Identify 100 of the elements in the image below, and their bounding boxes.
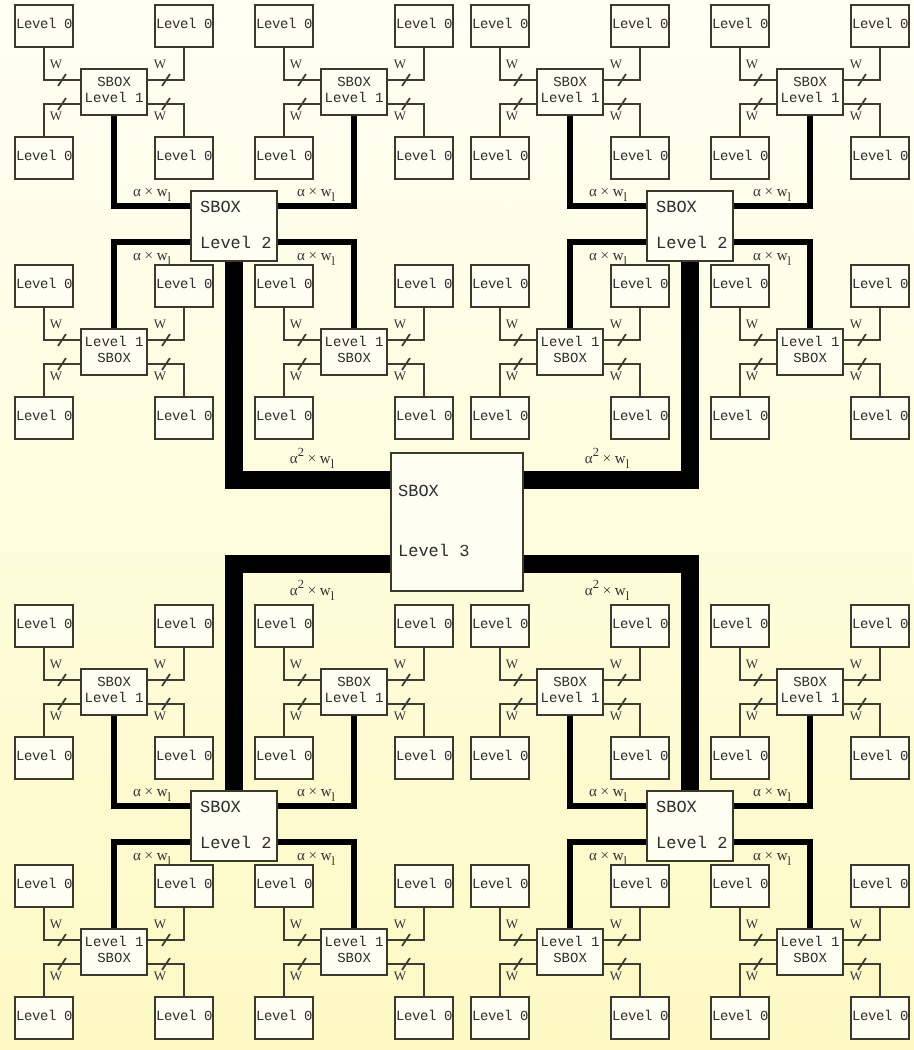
bus-line xyxy=(387,357,425,397)
switch-box xyxy=(80,668,148,716)
level-box xyxy=(394,604,454,648)
node-text: SBOX xyxy=(656,198,697,218)
bus-line xyxy=(499,307,537,347)
bus-line xyxy=(499,907,537,947)
node-text: Level 2 xyxy=(656,234,728,254)
bus-line xyxy=(499,97,537,137)
bus-line xyxy=(147,307,185,347)
bus-line xyxy=(147,97,185,137)
bus-line xyxy=(147,697,185,737)
switch-box xyxy=(80,928,148,976)
level-box xyxy=(850,136,910,180)
level-box xyxy=(254,136,314,180)
level-box xyxy=(850,864,910,908)
bus-line xyxy=(843,647,881,687)
bus-line xyxy=(43,697,81,737)
bus-line xyxy=(603,697,641,737)
level-box xyxy=(710,136,770,180)
level-box xyxy=(14,736,74,780)
bus-line xyxy=(283,907,321,947)
link-line xyxy=(567,716,646,809)
level-box xyxy=(470,736,530,780)
level-box xyxy=(14,396,74,440)
level-box xyxy=(394,996,454,1040)
bus-line xyxy=(739,97,777,137)
bus-line xyxy=(147,357,185,397)
link-line xyxy=(524,262,699,489)
switch-box xyxy=(390,452,524,592)
bus-line xyxy=(147,647,185,687)
level-box xyxy=(154,864,214,908)
level-box xyxy=(470,864,530,908)
bus-line xyxy=(499,957,537,997)
bus-line xyxy=(387,97,425,137)
node-text: SBOX xyxy=(200,798,241,818)
bus-line xyxy=(387,907,425,947)
switch-box xyxy=(536,68,604,116)
link-line xyxy=(225,555,390,790)
bus-line xyxy=(499,697,537,737)
switch-box xyxy=(776,328,844,376)
switch-box xyxy=(320,68,388,116)
level-box xyxy=(610,136,670,180)
switch-box xyxy=(80,328,148,376)
switch-box xyxy=(646,790,734,862)
level-box xyxy=(154,264,214,308)
link-line xyxy=(111,116,190,209)
link-line xyxy=(524,555,699,790)
bus-line xyxy=(43,647,81,687)
level-box xyxy=(610,864,670,908)
switch-box xyxy=(190,190,278,262)
bus-line xyxy=(283,697,321,737)
level-box xyxy=(850,996,910,1040)
level-box xyxy=(710,736,770,780)
bus-line xyxy=(603,47,641,87)
level-box xyxy=(710,4,770,48)
link-line xyxy=(278,239,357,328)
level-box xyxy=(254,604,314,648)
level-box xyxy=(610,736,670,780)
level-box xyxy=(710,604,770,648)
bus-line xyxy=(739,357,777,397)
bus-line xyxy=(43,357,81,397)
switch-box xyxy=(776,928,844,976)
link-line xyxy=(567,116,646,209)
bus-line xyxy=(387,957,425,997)
level-box xyxy=(14,136,74,180)
bus-line xyxy=(843,307,881,347)
link-line xyxy=(225,262,390,489)
bus-line xyxy=(43,307,81,347)
switch-box xyxy=(776,668,844,716)
bus-line xyxy=(43,907,81,947)
switch-box xyxy=(646,190,734,262)
bus-line xyxy=(603,307,641,347)
level-box xyxy=(154,396,214,440)
level-box xyxy=(610,4,670,48)
switch-box xyxy=(320,928,388,976)
bus-line xyxy=(43,957,81,997)
level-box xyxy=(850,4,910,48)
level-box xyxy=(394,396,454,440)
bus-line xyxy=(843,697,881,737)
level-box xyxy=(470,264,530,308)
level-box xyxy=(610,604,670,648)
level-box xyxy=(394,136,454,180)
bus-line xyxy=(387,697,425,737)
bus-line xyxy=(283,47,321,87)
node-text: SBOX xyxy=(398,482,439,502)
level-box xyxy=(254,736,314,780)
bus-line xyxy=(603,97,641,137)
link-line xyxy=(278,716,357,809)
level-box xyxy=(154,604,214,648)
level-box xyxy=(254,4,314,48)
bus-line xyxy=(843,357,881,397)
level-box xyxy=(850,736,910,780)
switch-box xyxy=(536,668,604,716)
level-box xyxy=(254,264,314,308)
level-box xyxy=(470,136,530,180)
level-box xyxy=(710,996,770,1040)
bus-line xyxy=(499,357,537,397)
level-box xyxy=(154,4,214,48)
link-line xyxy=(734,839,813,928)
level-box xyxy=(610,396,670,440)
